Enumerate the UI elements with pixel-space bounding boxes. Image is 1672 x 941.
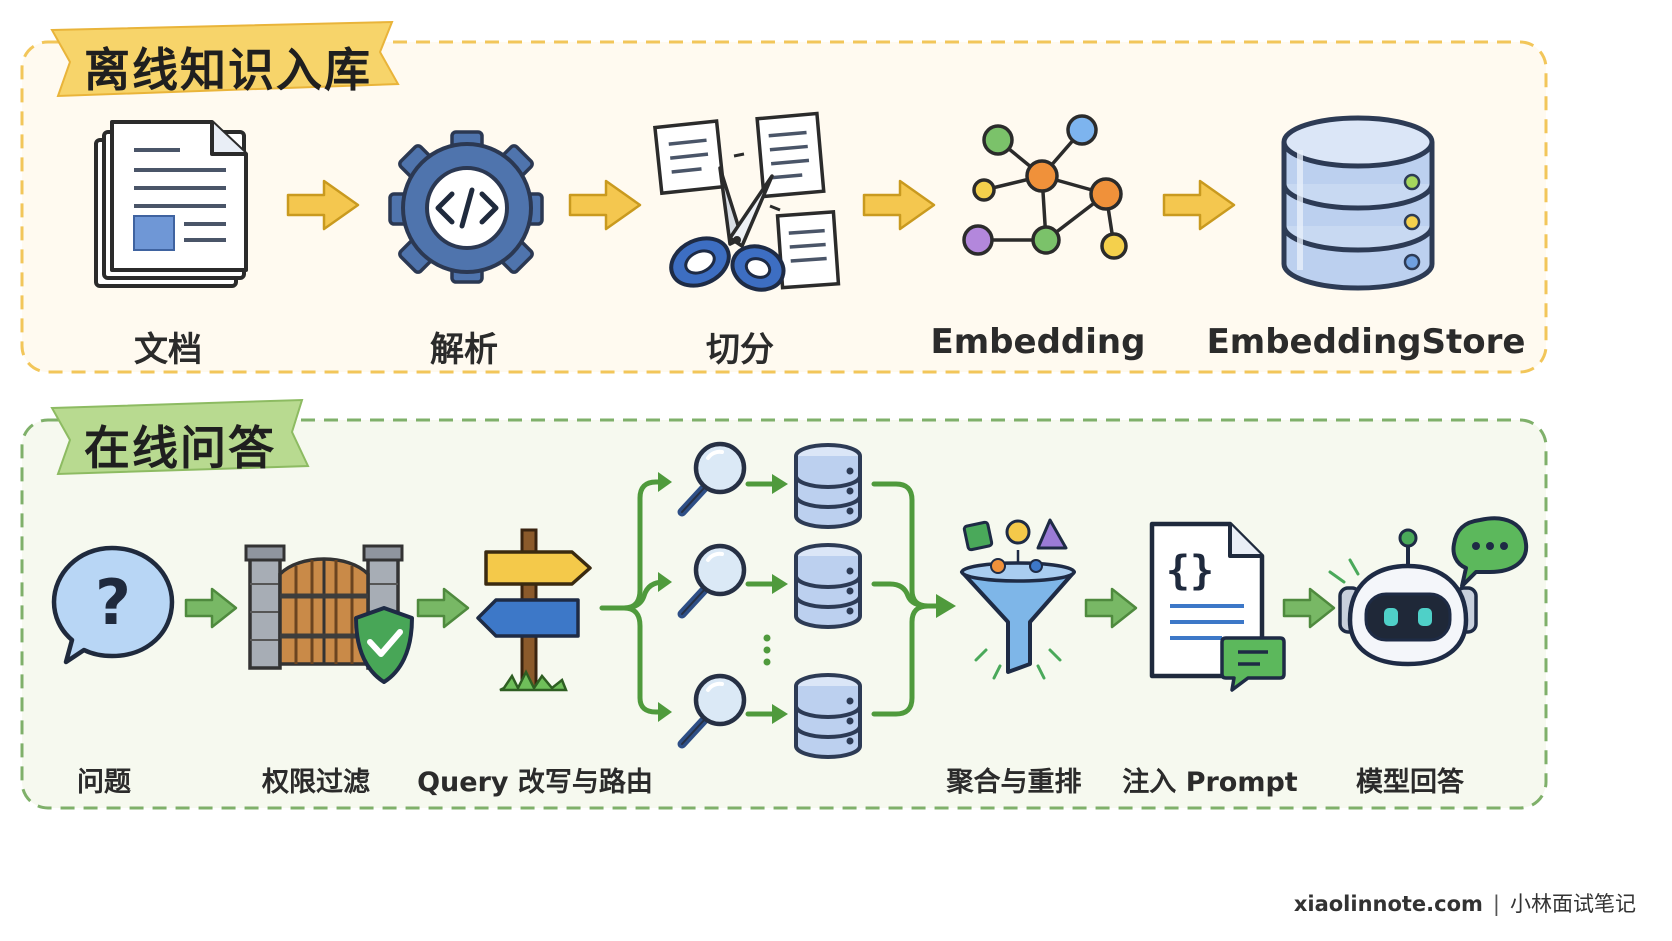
footer-site: xiaolinnote.com [1293,892,1483,916]
ellipsis-icon [763,634,771,666]
code-gear-icon [388,130,544,284]
question-bubble-icon: ? [51,545,175,665]
step-label-model-answer: 模型回答 [1356,767,1464,798]
step-label-split: 切分 [706,330,774,370]
step-label-embedding-store: EmbeddingStore [1206,322,1526,362]
database-icon [794,543,862,629]
online-panel [20,418,1548,810]
embedding-network-icon [962,114,1128,260]
step-label-parse: 解析 [430,330,498,370]
step-label-question: 问题 [77,767,131,798]
svg-text:{}: {} [1166,548,1214,594]
database-icon [794,443,862,529]
offline-title-banner [50,20,400,98]
online-title-banner [50,398,310,476]
database-icon [794,673,862,759]
step-label-aggregate-rerank: 聚合与重排 [946,767,1082,798]
merge-connector [871,481,943,717]
step-label-embedding: Embedding [930,322,1146,362]
step-label-inject-prompt: 注入 Prompt [1122,767,1298,798]
step-label-permission-filter: 权限过滤 [262,767,370,798]
route-branch-connector [599,479,667,715]
permission-gate-icon [244,544,414,684]
document-icon [94,120,248,288]
funnel-rerank-icon [960,518,1076,680]
footer-brand: 小林面试笔记 [1510,892,1636,916]
prompt-document-icon: {} [1149,521,1286,692]
scissors-split-icon [653,111,841,292]
offline-panel [20,40,1548,374]
offline-section-title: 离线知识入库 [84,43,372,97]
embedding-store-database-icon [1281,115,1435,291]
footer-credit: xiaolinnote.com | 小林面试笔记 [1294,888,1636,918]
step-label-query-rewrite-route: Query 改写与路由 [417,767,653,798]
step-label-document: 文档 [134,330,202,370]
signpost-icon [476,528,592,692]
online-section-title: 在线问答 [84,421,276,475]
footer-separator: | [1492,892,1500,916]
robot-answer-icon [1328,516,1529,667]
svg-text:?: ? [95,566,131,639]
